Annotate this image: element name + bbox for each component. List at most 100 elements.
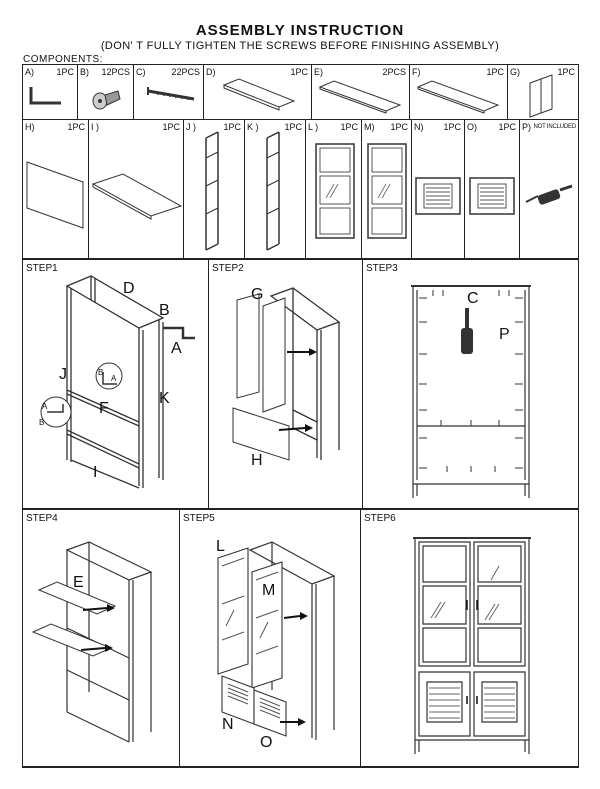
component-letter: L ) <box>308 122 319 132</box>
detail-label-b: B <box>39 418 45 427</box>
shelf-panel-icon <box>410 65 508 120</box>
component-qty: 12PCS <box>101 67 130 77</box>
page-title: ASSEMBLY INSTRUCTION <box>195 22 405 39</box>
step-title: STEP3 <box>366 263 398 274</box>
step-5-panel: STEP5 L M N <box>180 510 361 767</box>
component-p: P) NOT INCLUDED <box>520 120 579 259</box>
glass-door-icon <box>362 120 412 259</box>
component-letter: J ) <box>186 122 196 132</box>
step-5-diagram <box>180 510 361 767</box>
component-qty: 1PC <box>290 67 308 77</box>
component-j: J ) 1PC <box>184 120 245 259</box>
component-letter: I ) <box>91 122 99 132</box>
detail-label-a: A <box>42 402 48 411</box>
step-6-panel: STEP6 <box>361 510 579 767</box>
component-c: C) 22PCS <box>134 65 204 120</box>
part-label-c: C <box>467 290 479 307</box>
component-letter: P) <box>522 122 531 132</box>
step-title: STEP5 <box>183 513 215 524</box>
components-heading: COMPONENTS: <box>23 54 103 65</box>
component-qty: 1PC <box>340 122 358 132</box>
part-label-b: B <box>159 302 170 319</box>
component-letter: B) <box>80 67 89 77</box>
step-1-panel: STEP1 D B A J F K I A B B <box>23 260 209 509</box>
component-letter: O) <box>467 122 477 132</box>
detail-label-a: A <box>111 374 117 383</box>
component-l: L ) 1PC <box>306 120 362 259</box>
part-label-p: P <box>499 326 510 343</box>
component-qty: NOT INCLUDED <box>533 124 577 130</box>
screw-icon <box>134 65 204 120</box>
component-qty: 1PC <box>486 67 504 77</box>
component-qty: 1PC <box>443 122 461 132</box>
component-e: E) 2PCS <box>312 65 410 120</box>
part-label-k: K <box>159 390 170 407</box>
part-label-m: M <box>262 582 276 599</box>
part-label-h: H <box>251 452 263 469</box>
part-label-l: L <box>216 538 225 555</box>
component-o: O) 1PC <box>465 120 520 259</box>
bolt-icon <box>78 65 134 120</box>
top-panel-icon <box>204 65 312 120</box>
components-row-1: A) 1PC B) 12PCS C) 22PCS D) 1PC E) 2PCS … <box>22 64 579 120</box>
back-panel-icon <box>508 65 579 120</box>
component-qty: 1PC <box>284 122 302 132</box>
part-label-g: G <box>251 286 264 303</box>
part-label-f: F <box>99 400 109 417</box>
step-2-diagram <box>209 260 363 509</box>
component-letter: H) <box>25 122 35 132</box>
step-4-diagram <box>23 510 180 767</box>
component-n: N) 1PC <box>412 120 465 259</box>
steps-row-1: STEP1 D B A J F K I A B B <box>22 260 579 510</box>
component-b: B) 12PCS <box>78 65 134 120</box>
step-title: STEP6 <box>364 513 396 524</box>
allen-key-icon <box>23 65 78 120</box>
part-label-o: O <box>260 734 273 751</box>
component-d: D) 1PC <box>204 65 312 120</box>
back-panel-icon <box>23 120 89 259</box>
component-letter: K ) <box>247 122 259 132</box>
part-label-i: I <box>93 464 98 481</box>
shelf-panel-icon <box>312 65 410 120</box>
louvered-door-icon <box>465 120 520 259</box>
steps-row-2: STEP4 E STEP5 <box>22 510 579 768</box>
step-3-panel: STEP3 C P <box>363 260 579 509</box>
step-2-panel: STEP2 G H <box>209 260 363 509</box>
component-a: A) 1PC <box>23 65 78 120</box>
side-frame-right-icon <box>245 120 306 259</box>
step-4-panel: STEP4 E <box>23 510 180 767</box>
step-1-diagram <box>23 260 209 509</box>
component-letter: A) <box>25 67 34 77</box>
side-frame-left-icon <box>184 120 245 259</box>
step-title: STEP2 <box>212 263 244 274</box>
glass-door-icon <box>306 120 362 259</box>
component-qty: 1PC <box>56 67 74 77</box>
part-label-a: A <box>171 340 182 357</box>
component-letter: F) <box>412 67 421 77</box>
component-letter: E) <box>314 67 323 77</box>
component-qty: 1PC <box>162 122 180 132</box>
page-subtitle: (DON' T FULLY TIGHTEN THE SCREWS BEFORE … <box>100 40 500 52</box>
step-title: STEP4 <box>26 513 58 524</box>
component-g: G) 1PC <box>508 65 579 120</box>
component-f: F) 1PC <box>410 65 508 120</box>
components-row-2: H) 1PC I ) 1PC J ) 1PC K ) 1PC L ) 1PC M… <box>22 120 579 260</box>
part-label-n: N <box>222 716 234 733</box>
screwdriver-icon <box>520 120 579 205</box>
component-letter: C) <box>136 67 146 77</box>
component-qty: 22PCS <box>171 67 200 77</box>
step-title: STEP1 <box>26 263 58 274</box>
component-m: M) 1PC <box>362 120 412 259</box>
component-qty: 1PC <box>498 122 516 132</box>
step-3-diagram <box>363 260 579 509</box>
part-label-d: D <box>123 280 135 297</box>
component-letter: G) <box>510 67 520 77</box>
part-label-j: J <box>59 366 67 383</box>
part-label-e: E <box>73 574 84 591</box>
component-i: I ) 1PC <box>89 120 184 259</box>
component-letter: N) <box>414 122 424 132</box>
component-letter: D) <box>206 67 216 77</box>
detail-label-b: B <box>98 368 104 377</box>
component-h: H) 1PC <box>23 120 89 259</box>
component-qty: 1PC <box>390 122 408 132</box>
